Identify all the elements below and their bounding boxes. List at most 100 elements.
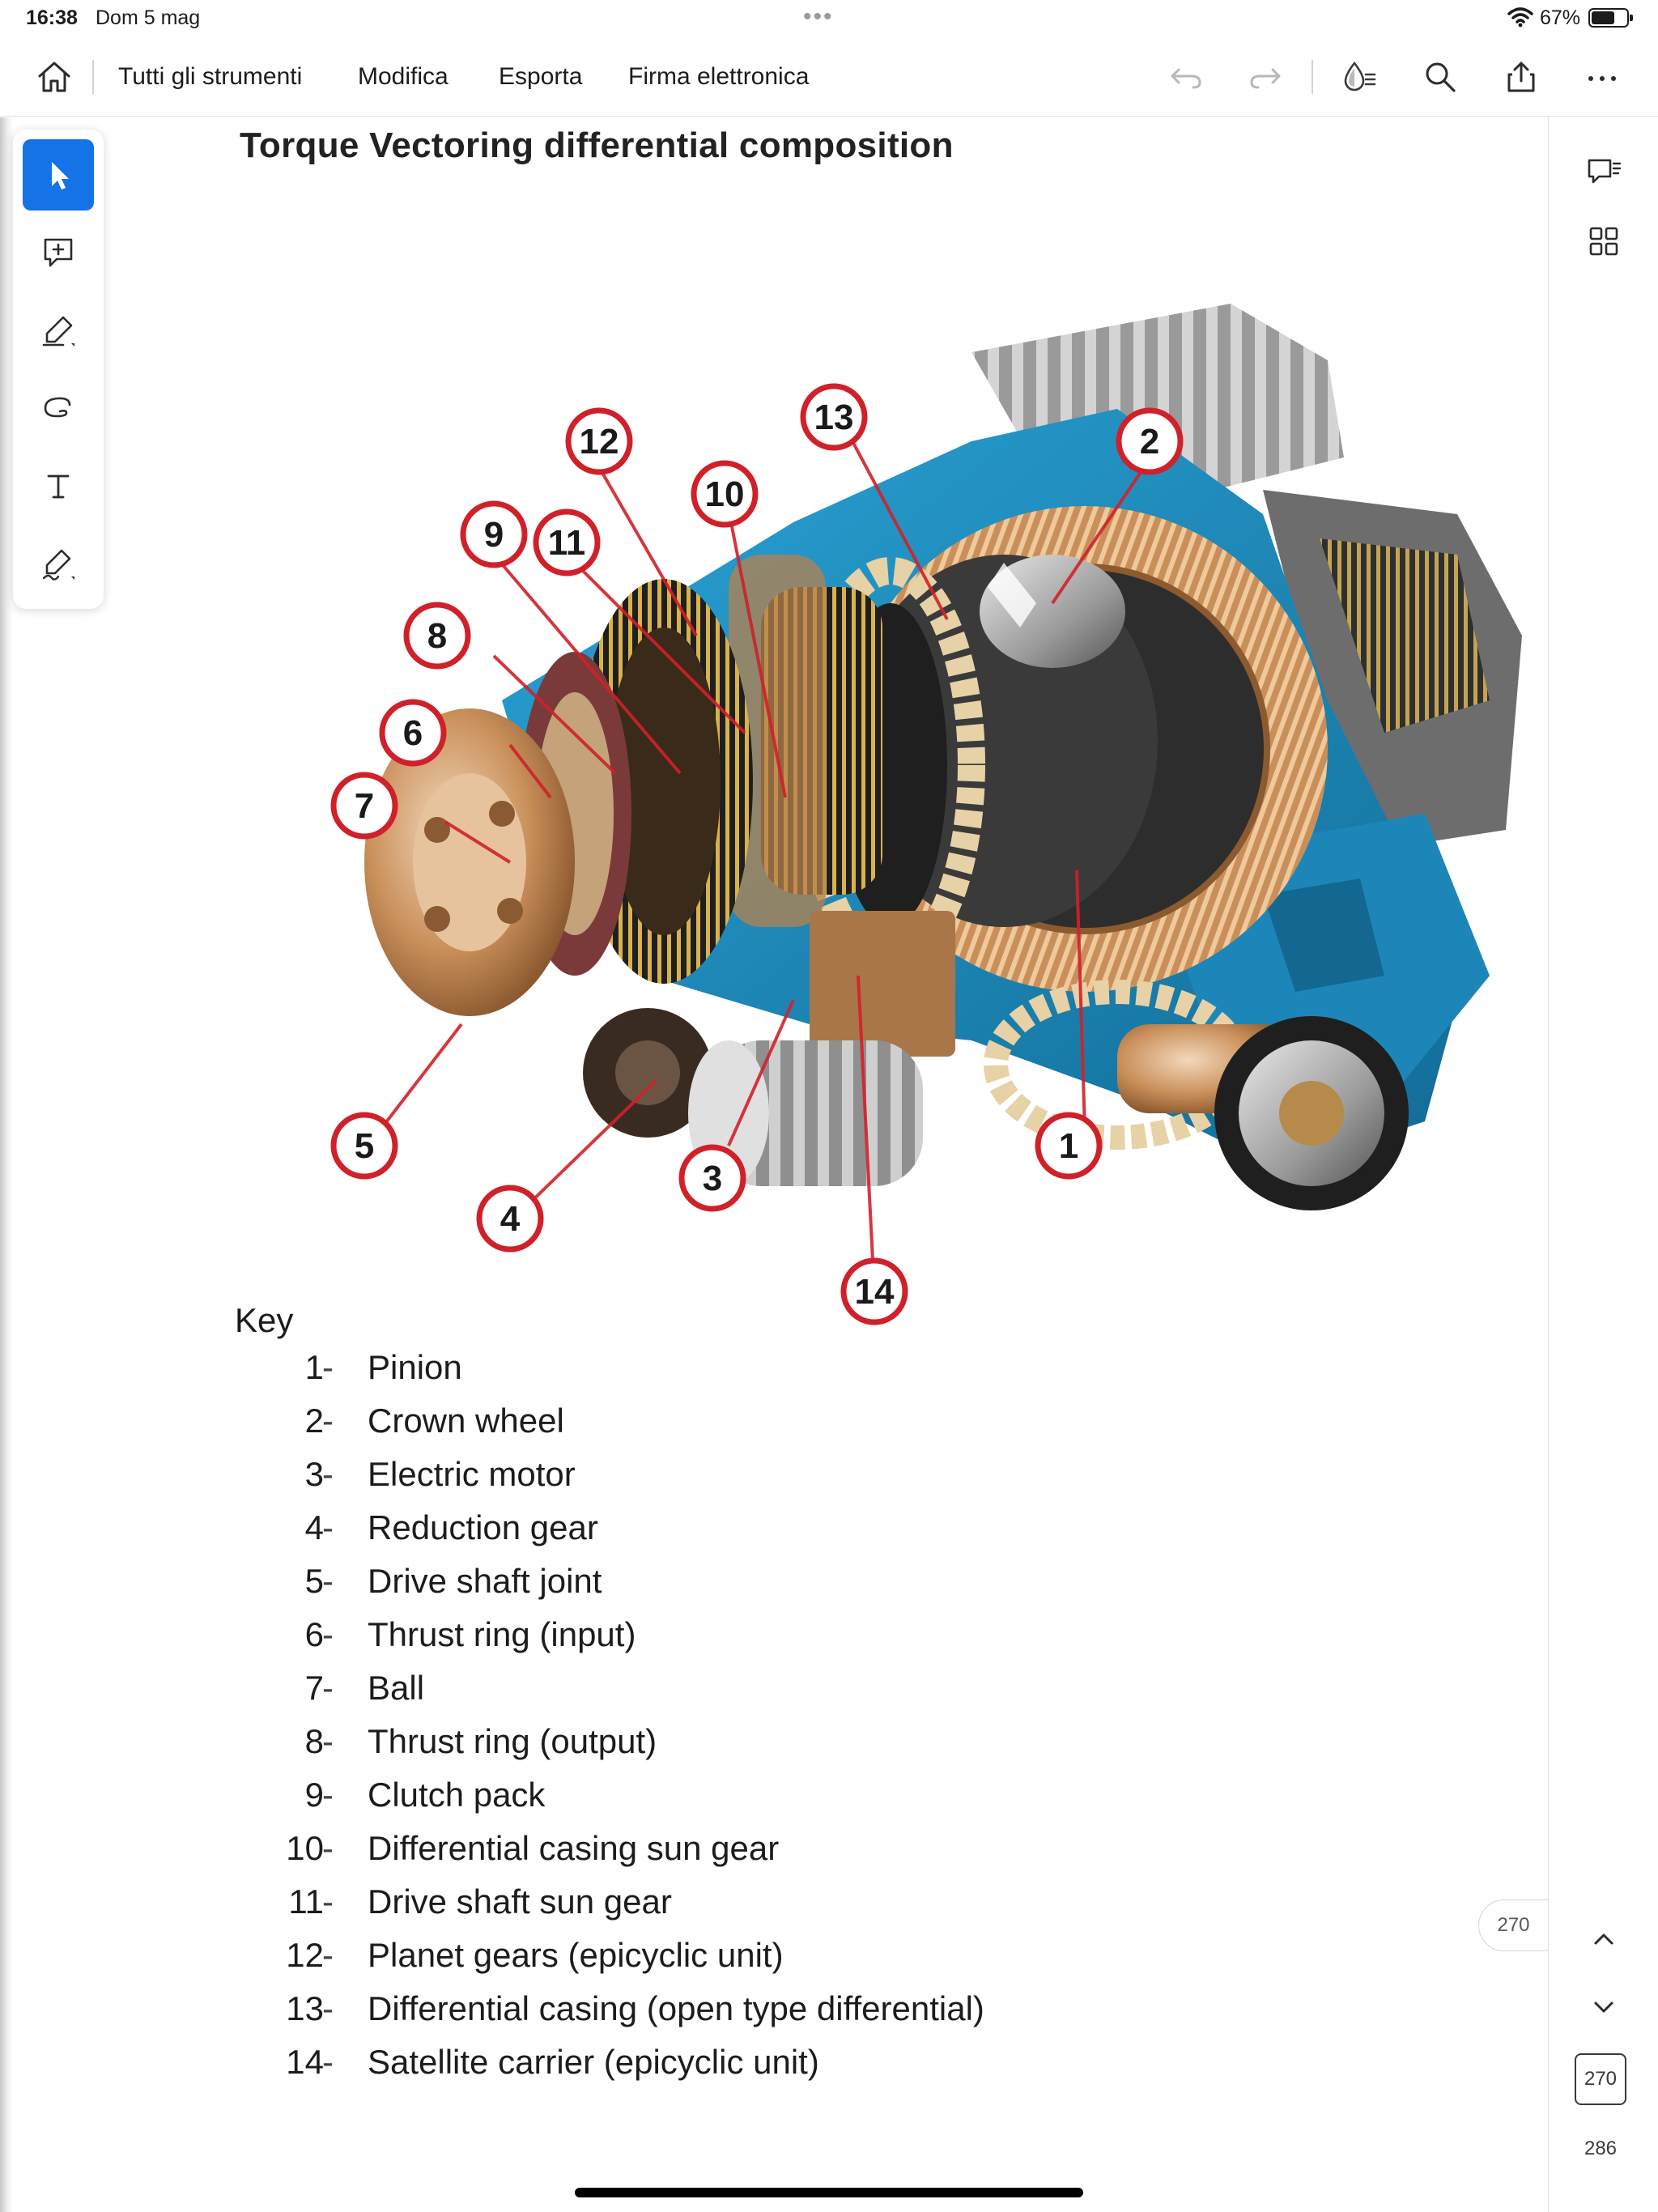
undo-icon[interactable] <box>1167 58 1205 96</box>
highlighter-icon <box>39 311 78 350</box>
home-indicator[interactable] <box>575 2188 1083 2197</box>
key-label: Pinion <box>368 1348 462 1387</box>
document-page[interactable]: Torque Vectoring differential compositio… <box>0 117 1548 2212</box>
callout-label: 8 <box>427 616 447 656</box>
key-label: Reduction gear <box>368 1508 598 1547</box>
right-rail: 270 286 <box>1548 117 1658 2212</box>
highlight-tool-button[interactable] <box>23 295 94 366</box>
sign-tool-button[interactable] <box>23 528 94 599</box>
key-list: 1-Pinion2-Crown wheel3-Electric motor4-R… <box>235 1348 1206 2096</box>
key-dash: - <box>316 1722 340 1761</box>
key-dash: - <box>316 1348 340 1387</box>
callout-label: 9 <box>484 515 504 555</box>
key-row: 6-Thrust ring (input) <box>235 1615 1206 1669</box>
menu-e-signature[interactable]: Firma elettronica <box>628 63 809 91</box>
menu-edit[interactable]: Modifica <box>358 63 449 91</box>
callout-label: 3 <box>703 1159 722 1198</box>
key-dash: - <box>316 1508 340 1547</box>
key-label: Drive shaft joint <box>368 1562 602 1601</box>
toolbar-divider <box>1312 60 1313 94</box>
battery-icon <box>1588 8 1629 28</box>
select-arrow-icon <box>39 155 78 194</box>
text-icon <box>39 466 78 505</box>
home-icon[interactable] <box>36 58 73 96</box>
key-dash: - <box>316 1669 340 1708</box>
liquid-mode-icon[interactable] <box>1341 58 1378 96</box>
select-tool-button[interactable] <box>23 139 94 211</box>
key-label: Planet gears (epicyclic unit) <box>368 1936 784 1975</box>
key-label: Ball <box>368 1669 424 1708</box>
key-row: 7-Ball <box>235 1669 1206 1722</box>
callout-label: 12 <box>580 422 619 462</box>
key-dash: - <box>316 1562 340 1601</box>
key-label: Differential casing sun gear <box>368 1829 779 1868</box>
thumbnails-grid-icon[interactable] <box>1584 222 1623 261</box>
battery-fill <box>1592 11 1614 24</box>
key-dash: - <box>316 2043 340 2082</box>
key-dash: - <box>316 1936 340 1975</box>
document-title: Torque Vectoring differential compositio… <box>240 125 954 166</box>
key-row: 9-Clutch pack <box>235 1776 1206 1829</box>
key-row: 12-Planet gears (epicyclic unit) <box>235 1936 1206 1989</box>
key-label: Drive shaft sun gear <box>368 1882 672 1921</box>
menu-export[interactable]: Esporta <box>499 63 582 91</box>
key-row: 3-Electric motor <box>235 1455 1206 1508</box>
app-toolbar: Tutti gli strumenti Modifica Esporta Fir… <box>0 39 1658 117</box>
key-label: Differential casing (open type different… <box>368 1989 984 2028</box>
total-pages: 286 <box>1575 2138 1626 2160</box>
callout-label: 10 <box>705 474 745 514</box>
callout-label: 1 <box>1059 1126 1078 1166</box>
comments-panel-icon[interactable] <box>1584 152 1623 191</box>
callout-label: 11 <box>548 523 586 563</box>
key-row: 13-Differential casing (open type differ… <box>235 1989 1206 2043</box>
key-row: 1-Pinion <box>235 1348 1206 1402</box>
freehand-icon <box>39 389 78 428</box>
key-label: Electric motor <box>368 1455 576 1494</box>
scanned-page-edge <box>0 117 13 2212</box>
callout-label: 4 <box>500 1199 521 1239</box>
key-heading: Key <box>235 1301 293 1340</box>
current-page-field[interactable]: 270 <box>1575 2053 1626 2105</box>
key-dash: - <box>316 1615 340 1654</box>
sign-icon <box>39 544 78 583</box>
callout-label: 2 <box>1140 422 1159 462</box>
freehand-tool-button[interactable] <box>23 372 94 444</box>
key-label: Thrust ring (input) <box>368 1615 636 1654</box>
key-dash: - <box>316 1455 340 1494</box>
battery-percent: 67% <box>1540 6 1580 30</box>
callout-label: 13 <box>814 398 854 437</box>
add-comment-icon <box>39 233 78 272</box>
search-icon[interactable] <box>1422 58 1459 96</box>
key-row: 5-Drive shaft joint <box>235 1562 1206 1615</box>
callout-label: 5 <box>355 1126 374 1166</box>
key-dash: - <box>316 1989 340 2028</box>
menu-all-tools[interactable]: Tutti gli strumenti <box>118 63 302 91</box>
multitasking-dots-icon[interactable]: ••• <box>803 3 834 31</box>
status-bar: 16:38 Dom 5 mag ••• 67% <box>0 0 1658 39</box>
add-comment-tool-button[interactable] <box>23 217 94 288</box>
more-options-icon[interactable] <box>1584 58 1621 96</box>
key-row: 10-Differential casing sun gear <box>235 1829 1206 1882</box>
key-row: 14-Satellite carrier (epicyclic unit) <box>235 2043 1206 2096</box>
status-time: 16:38 <box>26 6 78 30</box>
redo-icon[interactable] <box>1247 58 1284 96</box>
callout-label: 6 <box>403 713 423 753</box>
callout-label: 14 <box>855 1272 895 1312</box>
key-dash: - <box>316 1882 340 1921</box>
key-dash: - <box>316 1776 340 1814</box>
key-dash: - <box>316 1402 340 1440</box>
toolbar-divider <box>92 60 94 94</box>
key-dash: - <box>316 1829 340 1868</box>
key-row: 4-Reduction gear <box>235 1508 1206 1562</box>
page-indicator-pill[interactable]: 270 <box>1478 1899 1548 1951</box>
chevron-down-icon[interactable] <box>1584 1987 1623 2026</box>
key-label: Crown wheel <box>368 1402 564 1440</box>
key-row: 8-Thrust ring (output) <box>235 1722 1206 1776</box>
chevron-up-icon[interactable] <box>1584 1919 1623 1958</box>
share-icon[interactable] <box>1503 58 1540 96</box>
key-row: 11-Drive shaft sun gear <box>235 1882 1206 1936</box>
status-date: Dom 5 mag <box>96 6 200 30</box>
text-tool-button[interactable] <box>23 450 94 521</box>
